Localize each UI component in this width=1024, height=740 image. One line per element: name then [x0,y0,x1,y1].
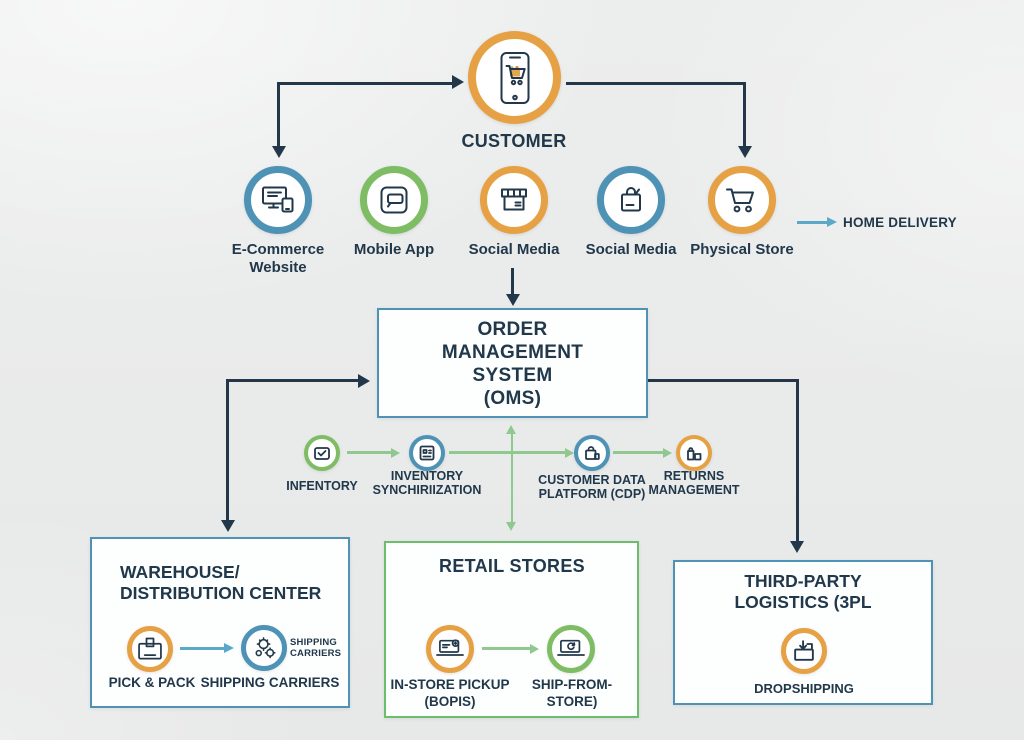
cdp-circle [574,435,610,471]
inventory-box-icon [314,447,330,460]
oms-label: ORDER MANAGEMENT SYSTEM (OMS) [441,319,584,409]
channel-mobile-app-label: Mobile App [353,241,435,258]
shipping-carriers-side-note: SHIPPING CARRIERS [290,637,342,659]
warehouse-box [90,537,350,708]
channel-social-media-2-circle [597,166,665,234]
laptop-ship-icon [557,639,585,656]
in-store-pickup-label: IN-STORE PICKUP (BOPIS) [390,677,510,709]
customer-circle [468,31,561,124]
phone-shopping-cart-icon [500,51,529,104]
inventory-sync-label: INVENTORY SYNCHIRIIZATION [372,469,482,497]
dropship-icon [794,640,814,661]
channel-mobile-app-circle [360,166,428,234]
warehouse-title: WAREHOUSE/ DISTRIBUTION CENTER [120,562,322,603]
in-store-pickup-circle [426,625,474,673]
returns-label: RETURNS MANAGEMENT [648,469,740,497]
inventory-sync-circle [409,435,445,471]
ship-from-store-label: SHIP-FROM- STORE) [531,677,613,709]
shipping-carriers-circle [241,625,287,671]
ship-from-store-circle [547,625,595,673]
inventory-label: INFENTORY [286,479,358,493]
desktop-icon [262,186,294,213]
data-bag-icon [585,446,600,460]
inventory-circle [304,435,340,471]
channel-social-media-1-label: Social Media [468,241,560,258]
customer-label: CUSTOMER [461,131,567,151]
cdp-label: CUSTOMER DATA PLATFORM (CDP) [538,473,646,501]
returns-boxes-icon [687,447,702,461]
mobile-app-icon [380,186,408,214]
channel-physical-store-circle [708,166,776,234]
dropshipping-circle [781,628,827,674]
channel-physical-store-label: Physical Store [690,241,794,258]
oms-box [377,308,648,418]
laptop-pickup-icon [436,638,464,656]
channel-social-media-2-label: Social Media [585,241,677,258]
retail-stores-title: RETAIL STORES [439,556,585,576]
channel-ecommerce-label: E-Commerce Website [231,241,325,276]
channel-social-media-1-circle [480,166,548,234]
gears-icon [255,637,276,659]
retail-stores-box [384,541,639,718]
returns-circle [676,435,712,471]
home-delivery-label: HOME DELIVERY [843,215,957,230]
shipping-carriers-label: SHIPPING CARRIERS [200,675,340,690]
pick-pack-label: PICK & PACK [108,675,196,690]
package-icon [138,637,162,660]
sync-grid-icon [419,445,435,461]
pick-pack-circle [127,626,173,672]
dropshipping-label: DROPSHIPPING [754,681,854,696]
shopping-cart-icon [726,188,754,213]
channel-ecommerce-circle [244,166,312,234]
third-party-logistics-title: THIRD-PARTY LOGISTICS (3PL [734,571,872,612]
storefront-icon [501,188,527,211]
shopping-bag-icon [621,187,641,212]
